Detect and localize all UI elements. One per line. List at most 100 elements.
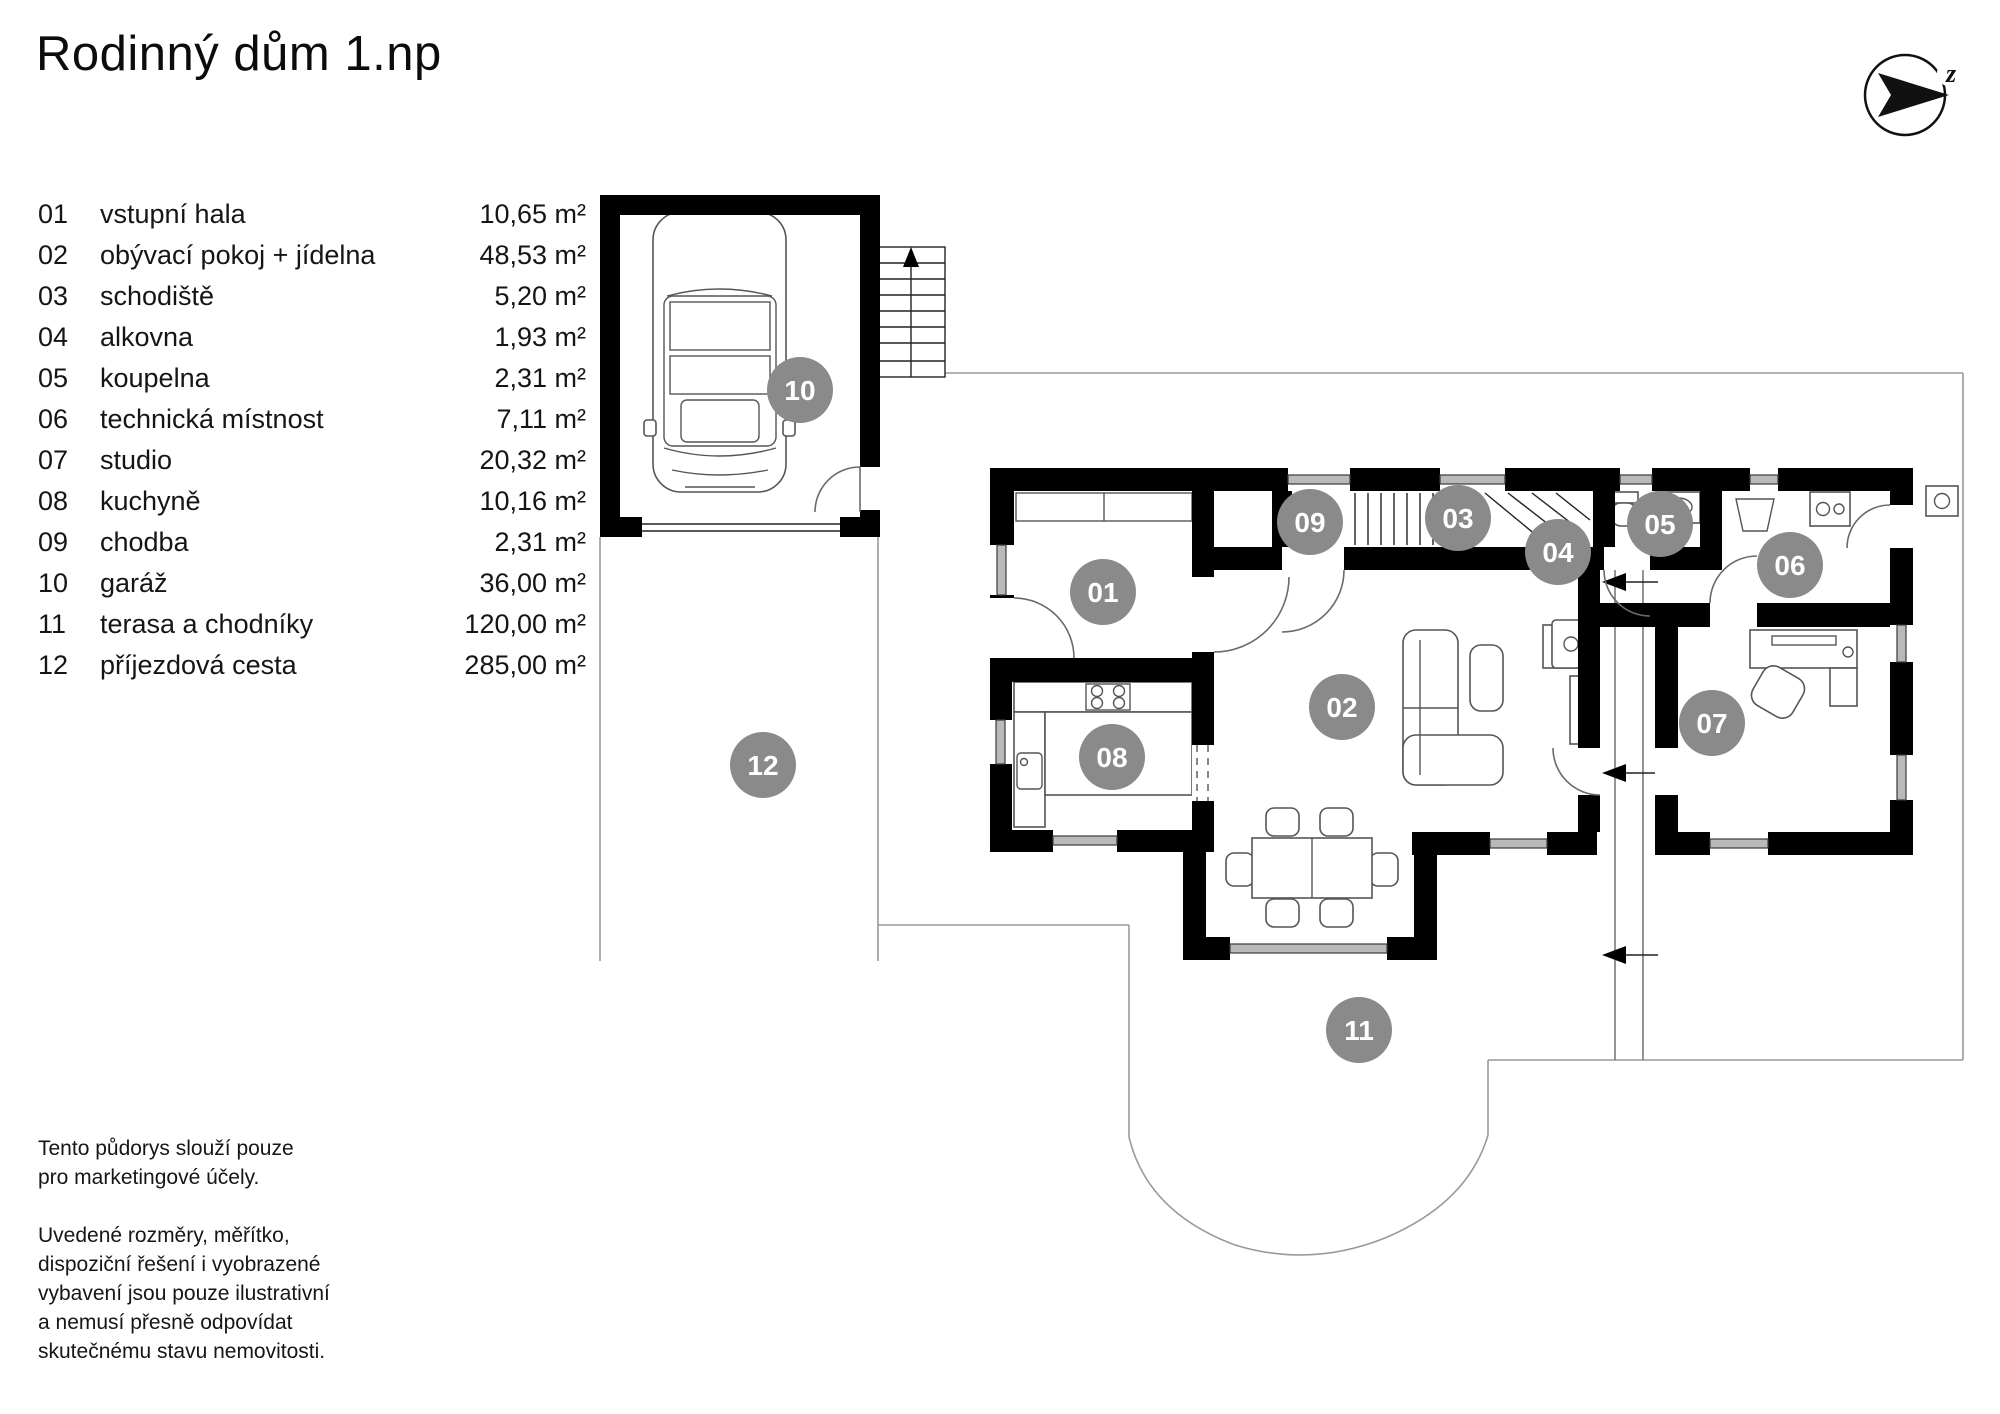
legend-room-number: 03 xyxy=(38,281,69,311)
window xyxy=(1890,754,1913,801)
legend-room-name: alkovna xyxy=(100,322,194,352)
exterior-stairs xyxy=(876,246,946,378)
legend-room-name: chodba xyxy=(100,527,189,557)
sofa xyxy=(1402,629,1504,786)
garage-door xyxy=(642,523,840,532)
legend-room-number: 09 xyxy=(38,527,69,557)
door-arc xyxy=(1709,555,1758,604)
legend-room-area: 120,00 m² xyxy=(464,609,586,639)
door-arc xyxy=(1213,576,1290,653)
legend-room-area: 20,32 m² xyxy=(479,445,586,475)
utility-room-fixtures xyxy=(1735,485,1959,532)
site-boundary-lines xyxy=(599,372,1964,1256)
legend-room-name: vstupní hala xyxy=(100,199,246,229)
door-arcs xyxy=(814,466,1891,796)
entrance-arrow-icon xyxy=(1602,946,1658,964)
legend-room-number: 11 xyxy=(38,609,67,639)
window xyxy=(1709,832,1769,855)
svg-text:06: 06 xyxy=(1774,550,1805,581)
svg-text:11: 11 xyxy=(1344,1015,1374,1046)
legend-room-number: 04 xyxy=(38,322,69,352)
window xyxy=(1749,468,1779,491)
door-arc xyxy=(1552,747,1601,796)
legend-room-number: 01 xyxy=(38,199,69,229)
entrance-arrow-icon xyxy=(1602,764,1658,782)
room-badge-07: 07 xyxy=(1679,690,1745,756)
legend-room-area: 7,11 m² xyxy=(496,404,586,434)
garage-walls xyxy=(600,195,880,537)
room-badge-06: 06 xyxy=(1757,532,1823,598)
dining-table-set xyxy=(1225,807,1399,928)
room-badge-02: 02 xyxy=(1309,674,1375,740)
window xyxy=(1052,830,1118,852)
studio-shelf xyxy=(1829,667,1858,707)
legend-row: 08 kuchyně 10,16 m² xyxy=(38,481,586,522)
room-badge-03: 03 xyxy=(1425,485,1491,551)
legend-room-name: kuchyně xyxy=(100,486,201,516)
legend-room-area: 10,65 m² xyxy=(479,199,586,229)
legend-row: 04 alkovna 1,93 m² xyxy=(38,317,586,358)
door-arc xyxy=(1603,569,1651,617)
legend-room-area: 2,31 m² xyxy=(494,527,586,557)
legend-room-number: 12 xyxy=(38,650,69,680)
legend-row: 02 obývací pokoj + jídelna 48,53 m² xyxy=(38,235,586,276)
room-badge-08: 08 xyxy=(1079,724,1145,790)
entrance-arrow-icon xyxy=(1602,573,1658,591)
window xyxy=(1619,468,1653,491)
legend-room-number: 08 xyxy=(38,486,69,516)
room-legend: 01 vstupní hala 10,65 m² 02 obývací pokoj + … xyxy=(38,194,586,686)
legend-room-area: 10,16 m² xyxy=(479,486,586,516)
studio-desk xyxy=(1749,629,1858,719)
svg-text:10: 10 xyxy=(784,375,815,406)
legend-room-area: 5,20 m² xyxy=(494,281,586,311)
svg-text:02: 02 xyxy=(1326,692,1357,723)
disclaimer: Tento půdorys slouží pouze pro marketing… xyxy=(38,1134,330,1366)
window xyxy=(1229,937,1388,960)
legend-room-name: obývací pokoj + jídelna xyxy=(100,240,376,270)
legend-room-area: 36,00 m² xyxy=(479,568,586,598)
svg-text:05: 05 xyxy=(1644,509,1675,540)
page-title: Rodinný dům 1.np xyxy=(36,27,442,81)
legend-room-area: 1,93 m² xyxy=(494,322,586,352)
door-openings xyxy=(990,505,1913,801)
door-arc xyxy=(814,466,861,513)
legend-row: 01 vstupní hala 10,65 m² xyxy=(38,194,586,235)
legend-room-number: 07 xyxy=(38,445,69,475)
utility-meter xyxy=(1925,485,1959,517)
car-top-view xyxy=(643,211,796,493)
room-badges: 01 02 03 04 05 06 07 08 09 10 11 12 xyxy=(730,357,1823,1063)
svg-text:09: 09 xyxy=(1294,507,1325,538)
office-chair xyxy=(1750,665,1806,719)
door-arc xyxy=(1846,504,1891,549)
legend-room-area: 2,31 m² xyxy=(494,363,586,393)
disclaimer-paragraph-1: Tento půdorys slouží pouze pro marketing… xyxy=(38,1137,294,1189)
laundry-basin xyxy=(1735,498,1775,532)
legend-row: 09 chodba 2,31 m² xyxy=(38,522,586,563)
legend-room-name: příjezdová cesta xyxy=(100,650,297,680)
room-badge-04: 04 xyxy=(1525,519,1591,585)
svg-text:08: 08 xyxy=(1096,742,1127,773)
room-badge-12: 12 xyxy=(730,732,796,798)
room-badge-09: 09 xyxy=(1277,489,1343,555)
legend-room-name: technická místnost xyxy=(100,404,324,434)
legend-room-number: 10 xyxy=(38,568,69,598)
svg-text:12: 12 xyxy=(747,750,778,781)
room-badge-05: 05 xyxy=(1627,491,1693,557)
tv-panel xyxy=(1569,675,1580,745)
legend-room-area: 48,53 m² xyxy=(479,240,586,270)
window xyxy=(1890,624,1913,663)
door-arc xyxy=(1013,597,1075,659)
window xyxy=(1489,832,1548,855)
room-badge-01: 01 xyxy=(1070,559,1136,625)
door-arc xyxy=(1281,569,1345,633)
legend-room-number: 02 xyxy=(38,240,69,270)
disclaimer-paragraph-2: Uvedené rozměry, měřítko, dispoziční řeš… xyxy=(38,1224,330,1363)
kitchen-pass-through xyxy=(1196,745,1209,801)
